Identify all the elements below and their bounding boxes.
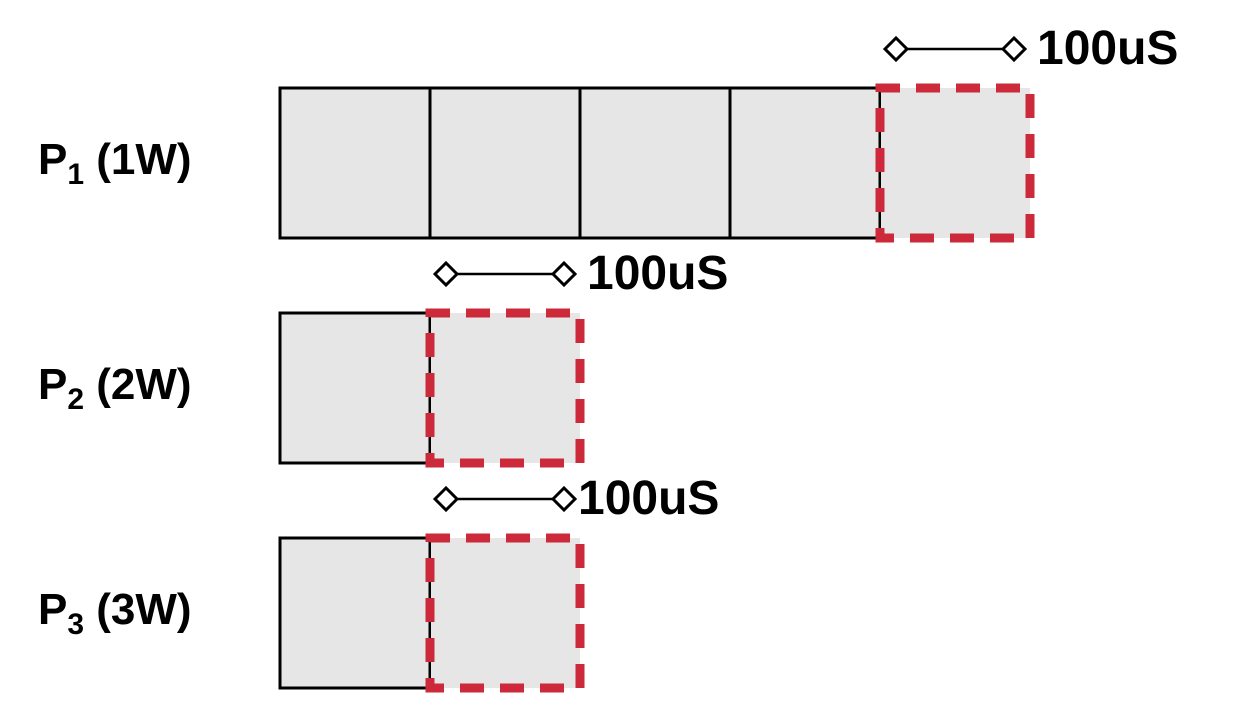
highlighted-slot-dashed-border	[425, 533, 585, 693]
diamond-marker-icon	[882, 35, 910, 63]
row-label-subscript: 2	[67, 383, 84, 416]
time-slot-block	[728, 86, 882, 240]
time-slot-block	[578, 86, 732, 240]
time-slot-block	[278, 536, 432, 690]
diamond-marker-icon	[550, 485, 578, 513]
row-p3: P3 (3W) 100uS	[38, 472, 719, 693]
row-p2-blocks	[278, 308, 585, 468]
row-label-main: P	[38, 360, 67, 409]
highlighted-slot-dashed-border	[875, 83, 1035, 243]
row-label-p2: P2 (2W)	[38, 360, 192, 416]
row-label-subscript: 3	[67, 608, 84, 641]
row-label-subscript: 1	[67, 158, 84, 191]
duration-label-p1: 100uS	[1037, 22, 1178, 75]
row-label-main: P	[38, 585, 67, 634]
row-p2: P2 (2W) 100uS	[38, 247, 728, 468]
row-label-rest: (1W)	[84, 135, 192, 184]
time-slot-block	[278, 311, 432, 465]
row-p1: P1 (1W) 100uS	[38, 22, 1178, 243]
row-p1-blocks	[278, 83, 1035, 243]
diamond-marker-icon	[1000, 35, 1028, 63]
duration-marker-p3	[432, 485, 578, 513]
time-slot-block	[428, 86, 582, 240]
highlighted-slot-fill	[880, 88, 1030, 238]
highlighted-slot-fill	[430, 538, 580, 688]
row-p3-blocks	[278, 533, 585, 693]
diamond-marker-icon	[550, 260, 578, 288]
highlighted-slot-fill	[430, 313, 580, 463]
row-label-p3: P3 (3W)	[38, 585, 192, 641]
row-label-rest: (3W)	[84, 585, 192, 634]
row-label-rest: (2W)	[84, 360, 192, 409]
diamond-marker-icon	[432, 260, 460, 288]
duration-label-p2: 100uS	[587, 247, 728, 300]
highlighted-slot-dashed-border	[425, 308, 585, 468]
time-slot-block	[278, 86, 432, 240]
row-label-p1: P1 (1W)	[38, 135, 192, 191]
duration-marker-p1	[882, 35, 1028, 63]
duration-marker-p2	[432, 260, 578, 288]
row-label-main: P	[38, 135, 67, 184]
diamond-marker-icon	[432, 485, 460, 513]
duration-label-p3: 100uS	[578, 472, 719, 525]
